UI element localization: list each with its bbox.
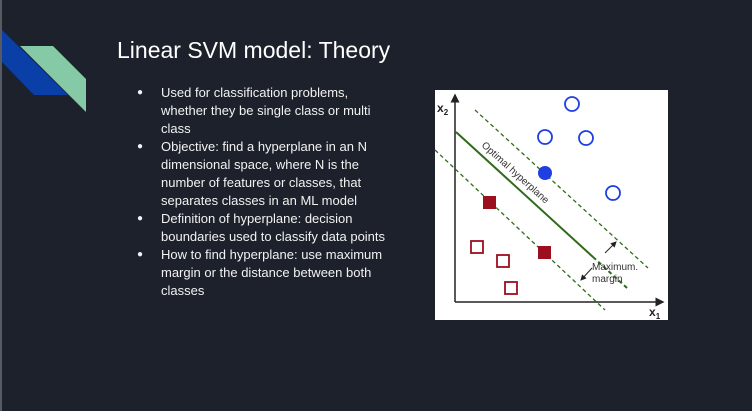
class-a-point [537,129,553,145]
support-vector-b [483,196,496,209]
support-vector-b [538,246,551,259]
hyperplane-extension [592,256,628,289]
bullet-item: Definition of hyperplane: decision bound… [137,210,397,246]
blue-stripe [2,30,68,95]
upper-margin-line [474,109,649,269]
slide-edge [0,0,2,411]
class-b-point [504,281,518,295]
class-a-point [564,96,580,112]
lower-margin-line [434,149,606,311]
margin-arrow-up [604,241,617,254]
class-b-point [496,254,510,268]
bullet-item: Objective: find a hyperplane in an N dim… [137,138,397,210]
class-b-point [470,240,484,254]
optimal-hyperplane [455,131,594,258]
margin-label: margin [592,274,623,285]
x-axis-label: x1 [649,305,661,320]
green-stripe [20,46,86,112]
margin-label: Maximum. [592,262,638,273]
support-vector-a [538,166,552,180]
bullet-list: Used for classification problems, whethe… [137,84,397,300]
decorative-shapes [2,30,86,112]
bullet-item: How to find hyperplane: use maximum marg… [137,246,397,300]
svm-diagram: x2 x1 Optimal hyperplane Maximum. margin [434,90,668,321]
margin-arrow-down [580,267,593,281]
slide-title: Linear SVM model: Theory [117,37,391,63]
bullet-item: Used for classification problems, whethe… [137,84,397,138]
y-axis-label: x2 [437,101,449,117]
class-a-point [605,185,621,201]
class-a-point [578,130,594,146]
